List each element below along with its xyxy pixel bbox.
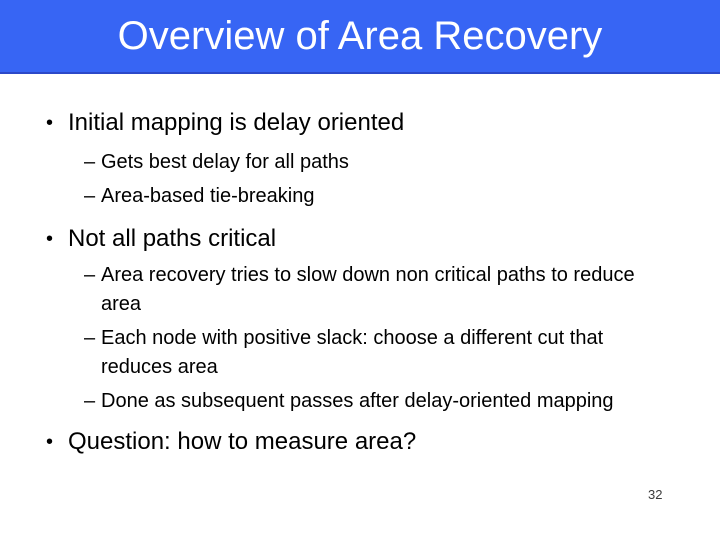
bullet-text: Not all paths critical bbox=[68, 225, 277, 252]
bullet-marker: • bbox=[46, 112, 54, 134]
sub-item-text: Done as subsequent passes after delay-or… bbox=[101, 390, 614, 412]
sub-item-text: Each node with positive slack: choose a … bbox=[101, 327, 604, 378]
slide-title-bar: Overview of Area Recovery bbox=[0, 0, 720, 74]
sub-item-done-as-passes: – Done as subsequent passes after delay-… bbox=[0, 387, 720, 416]
dash-marker: – bbox=[84, 390, 96, 412]
dash-marker: – bbox=[84, 264, 96, 286]
sub-item-area-tie-breaking: – Area-based tie-breaking bbox=[0, 182, 720, 211]
slide-body: • Initial mapping is delay oriented – Ge… bbox=[0, 74, 720, 459]
page-number: 32 bbox=[648, 487, 663, 502]
bullet-item-not-all-paths: • Not all paths critical bbox=[0, 222, 720, 256]
bullet-marker: • bbox=[46, 228, 54, 250]
bullet-marker: • bbox=[46, 431, 54, 453]
sub-item-each-node: – Each node with positive slack: choose … bbox=[0, 324, 720, 382]
sub-item-area-recovery: – Area recovery tries to slow down non c… bbox=[0, 261, 720, 319]
dash-marker: – bbox=[84, 327, 96, 349]
dash-marker: – bbox=[84, 151, 96, 173]
bullet-item-question: • Question: how to measure area? bbox=[0, 425, 720, 459]
bullet-text: Initial mapping is delay oriented bbox=[68, 109, 405, 136]
dash-marker: – bbox=[84, 185, 96, 207]
sub-item-text: Area recovery tries to slow down non cri… bbox=[101, 264, 635, 315]
sub-item-gets-best-delay: – Gets best delay for all paths bbox=[0, 148, 720, 177]
bullet-text: Question: how to measure area? bbox=[68, 428, 417, 455]
sub-item-text: Area-based tie-breaking bbox=[101, 185, 315, 207]
bullet-item-initial-mapping: • Initial mapping is delay oriented bbox=[0, 106, 720, 140]
slide-title: Overview of Area Recovery bbox=[117, 13, 603, 58]
sub-item-text: Gets best delay for all paths bbox=[101, 151, 349, 173]
